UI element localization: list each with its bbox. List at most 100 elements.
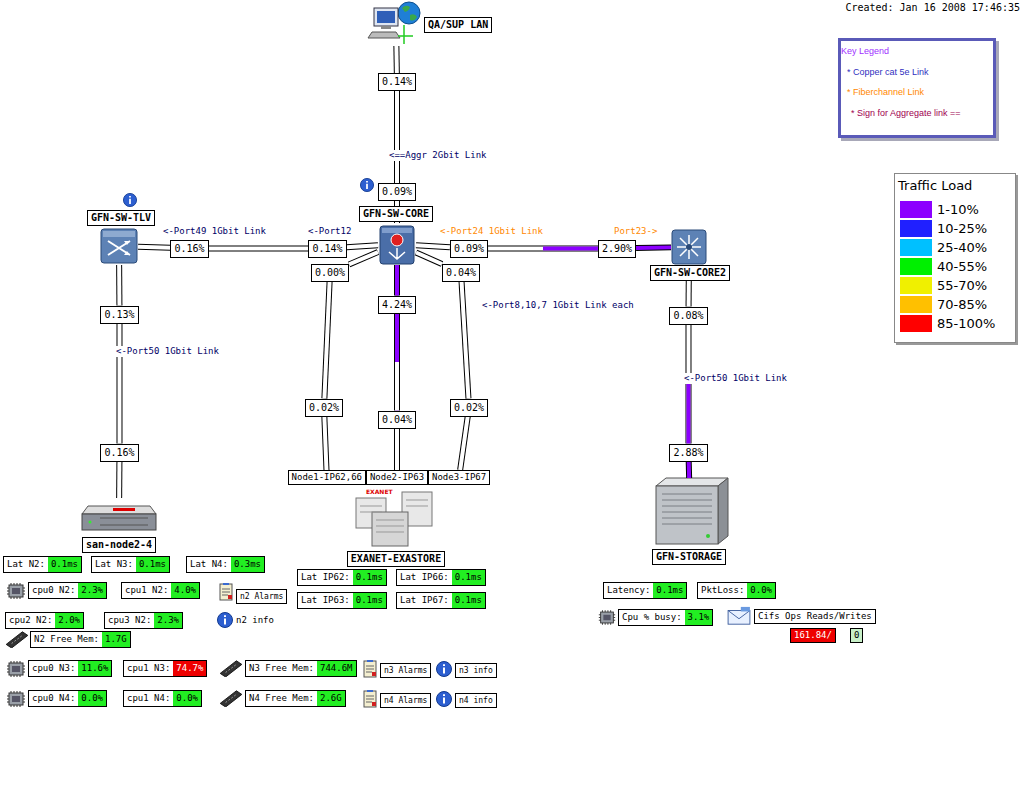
link-fill	[686, 325, 690, 444]
link-connector	[119, 324, 120, 444]
alarm-icon	[364, 660, 376, 677]
traffic-percent-box: 0.09%	[378, 183, 416, 201]
link-fill	[349, 252, 378, 264]
device-label: GFN-SW-CORE2	[650, 265, 730, 281]
traffic-value: 0.09%	[454, 243, 484, 255]
label-box: Node3-IP67	[428, 470, 490, 485]
box-text: Cifs Ops Reads/Writes	[758, 611, 872, 622]
link-outline	[394, 265, 400, 296]
stat-value: 2.3%	[154, 613, 182, 628]
link-fill	[462, 282, 469, 399]
stat-box: Cpu % busy:3.1%	[618, 609, 713, 626]
link-connector	[396, 46, 397, 73]
legend-heading: Traffic Load	[898, 178, 972, 194]
stat-value: 0.1ms	[353, 570, 386, 585]
info-link: n2 info	[236, 615, 274, 626]
stat-name: cpu1 N2:	[122, 583, 171, 598]
link-fill	[117, 265, 121, 306]
link-outline	[116, 265, 122, 306]
label-box: Node1-IP62,66	[288, 470, 366, 485]
switch-icon	[672, 230, 706, 264]
device-node: GFN-SW-CORE	[378, 223, 416, 265]
box-text: n4 info	[459, 695, 493, 706]
stat-name: PktLoss:	[698, 583, 747, 598]
stat-name: cpu0 N4:	[29, 691, 78, 706]
traffic-percent-box: 0.14%	[308, 240, 346, 258]
link-outline	[394, 91, 400, 183]
traffic-value: 0.08%	[673, 310, 703, 322]
storage-cluster-icon	[356, 492, 432, 546]
memory-icon	[220, 661, 242, 677]
link-outline	[416, 252, 442, 264]
stat-value: 3.1%	[685, 610, 713, 625]
device-label: GFN-SW-CORE	[359, 206, 433, 222]
stat-box: N3 Free Mem:744.6M	[245, 660, 357, 677]
link-outline	[116, 462, 122, 499]
stat-name: Lat N2:	[4, 557, 48, 572]
traffic-percent-box: 2.88%	[669, 444, 707, 462]
legend-text: * Sign for Aggregate link ==	[851, 107, 961, 119]
legend-swatch	[900, 201, 932, 218]
link-outline	[349, 252, 378, 264]
link-outline	[394, 429, 400, 471]
stat-value: 0.1ms	[353, 593, 386, 608]
legend-heading: Key Legend	[841, 46, 889, 57]
box-text: n3 info	[459, 665, 493, 676]
link-connector	[396, 91, 397, 183]
link-outline	[462, 282, 469, 399]
link-label: <-Port50 1Gbit Link	[684, 373, 787, 384]
label-box: n4 info	[455, 693, 497, 708]
stat-value: 2.3%	[78, 583, 106, 598]
legend-swatch	[900, 239, 932, 256]
link-fill	[117, 462, 121, 499]
alarm-icon	[364, 690, 376, 707]
stat-box: cpu0 N4:0.0%	[28, 690, 107, 707]
stat-name: Lat IP62:	[298, 570, 353, 585]
legend-text: 40-55%	[937, 258, 987, 275]
label-box: 0	[850, 628, 863, 643]
stat-value: 2.0%	[55, 613, 83, 628]
legend-text: * Fiberchannel Link	[847, 86, 924, 98]
box-text: 0	[854, 630, 859, 641]
link-label: <==Aggr 2Gbit Link	[389, 150, 487, 161]
traffic-value: 2.90%	[602, 243, 632, 255]
link-label: <-Port50 1Gbit Link	[116, 346, 219, 357]
device-label: EXANET-EXASTORE	[347, 551, 445, 567]
link-outline	[347, 245, 378, 247]
traffic-percent-box: 0.02%	[450, 399, 488, 417]
stat-name: Cpu % busy:	[619, 610, 685, 625]
link-outline	[393, 46, 399, 73]
link-fill	[395, 314, 399, 411]
link-connector	[119, 265, 120, 306]
device-node: GFN-SW-CORE2	[671, 229, 707, 265]
link-fill	[488, 247, 598, 251]
box-text: Node1-IP62,66	[292, 472, 362, 483]
link-connector	[396, 265, 397, 296]
stat-value: 0.0%	[747, 583, 775, 598]
device-label: GFN-STORAGE	[652, 549, 726, 565]
stat-name: Lat IP66:	[397, 570, 452, 585]
stat-value: 0.1ms	[452, 593, 485, 608]
link-fill	[488, 247, 598, 251]
info-icon	[218, 613, 233, 628]
stat-name: N3 Free Mem:	[246, 661, 317, 676]
stat-box: cpu0 N3:11.6%	[28, 660, 112, 677]
link-connector	[347, 245, 378, 247]
stat-name: cpu2 N2:	[6, 613, 55, 628]
device-node: EXANET-EXASTORE	[352, 486, 436, 548]
stat-name: cpu0 N3:	[29, 661, 78, 676]
port-note: <-Port12	[308, 226, 351, 237]
link-fill	[117, 324, 121, 444]
stat-name: cpu0 N2:	[29, 583, 78, 598]
stat-box: cpu1 N3:74.7%	[123, 660, 207, 677]
box-text: n4 Alarms	[384, 695, 427, 706]
traffic-percent-box: 0.13%	[100, 306, 138, 324]
stat-value: 1.7G	[102, 632, 130, 647]
legend-swatch	[900, 258, 932, 275]
port-note: <-Port49 1Gbit Link	[163, 226, 266, 237]
stat-value: 0.0%	[78, 691, 106, 706]
traffic-percent-box: 2.90%	[598, 240, 636, 258]
link-fill	[347, 245, 378, 247]
core-switch-icon	[380, 226, 414, 264]
link-outline	[636, 244, 671, 251]
